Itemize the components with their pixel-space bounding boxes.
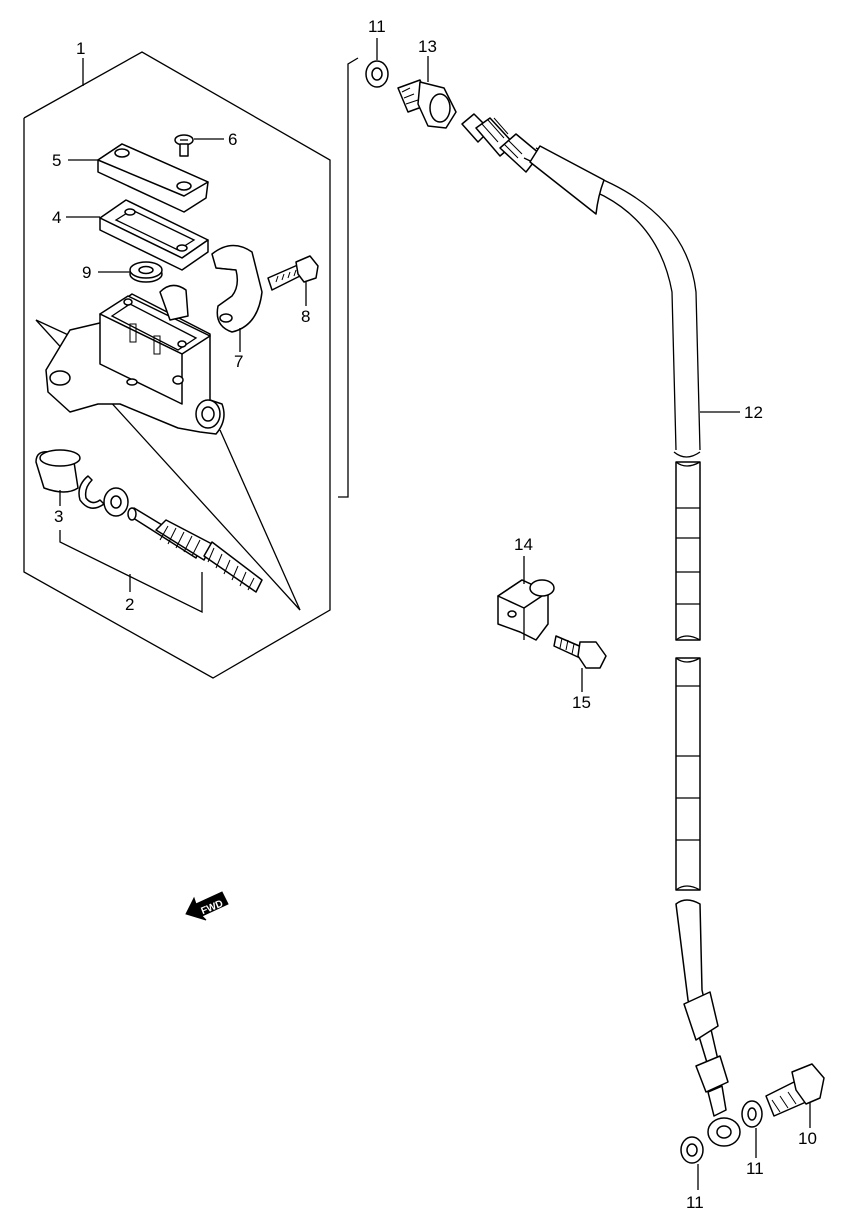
cap-screw-6 bbox=[174, 134, 194, 157]
callout-3: 3 bbox=[54, 507, 63, 526]
callout-11-bottom: 11 bbox=[686, 1193, 704, 1212]
callout-11-right: 11 bbox=[746, 1159, 764, 1178]
clamp-bolt-15 bbox=[553, 635, 607, 669]
gasket-11-top bbox=[365, 60, 389, 88]
hose-group-bracket bbox=[338, 57, 359, 498]
callout-2: 2 bbox=[125, 595, 134, 614]
plate-9 bbox=[129, 261, 163, 283]
union-bolt-10 bbox=[765, 1063, 825, 1117]
callout-1: 1 bbox=[76, 39, 85, 58]
callout-12: 12 bbox=[744, 403, 763, 422]
gasket-11-right bbox=[741, 1100, 763, 1128]
holder-bolt-8 bbox=[267, 255, 319, 291]
fwd-arrow-icon: FWD bbox=[185, 891, 229, 921]
callout-14: 14 bbox=[514, 535, 533, 554]
callout-5: 5 bbox=[52, 151, 61, 170]
callout-6: 6 bbox=[228, 130, 237, 149]
circlip bbox=[78, 475, 105, 509]
washer bbox=[103, 487, 129, 517]
assembly-1-bracket bbox=[23, 51, 331, 679]
union-bolt-13 bbox=[397, 79, 457, 129]
hose-top-fitting bbox=[461, 113, 541, 173]
reservoir-cap-5 bbox=[97, 143, 209, 213]
master-cylinder-body bbox=[45, 284, 225, 435]
callout-13: 13 bbox=[418, 37, 437, 56]
callout-7: 7 bbox=[234, 352, 243, 371]
holder-7 bbox=[211, 244, 263, 333]
diaphragm-4 bbox=[99, 199, 209, 271]
hose-clamp-14 bbox=[497, 579, 555, 641]
banjo-fitting bbox=[707, 1117, 741, 1147]
callout-8: 8 bbox=[301, 307, 310, 326]
callout-11-top: 11 bbox=[368, 17, 386, 36]
boot-3 bbox=[35, 449, 81, 493]
callout-10: 10 bbox=[798, 1129, 817, 1148]
gasket-11-left bbox=[680, 1136, 704, 1164]
piston-2 bbox=[127, 507, 263, 593]
brake-hose-12 bbox=[523, 145, 729, 1117]
callout-15: 15 bbox=[572, 693, 591, 712]
callout-4: 4 bbox=[52, 208, 61, 227]
callout-9: 9 bbox=[82, 263, 91, 282]
piston-set-bracket bbox=[59, 530, 203, 614]
